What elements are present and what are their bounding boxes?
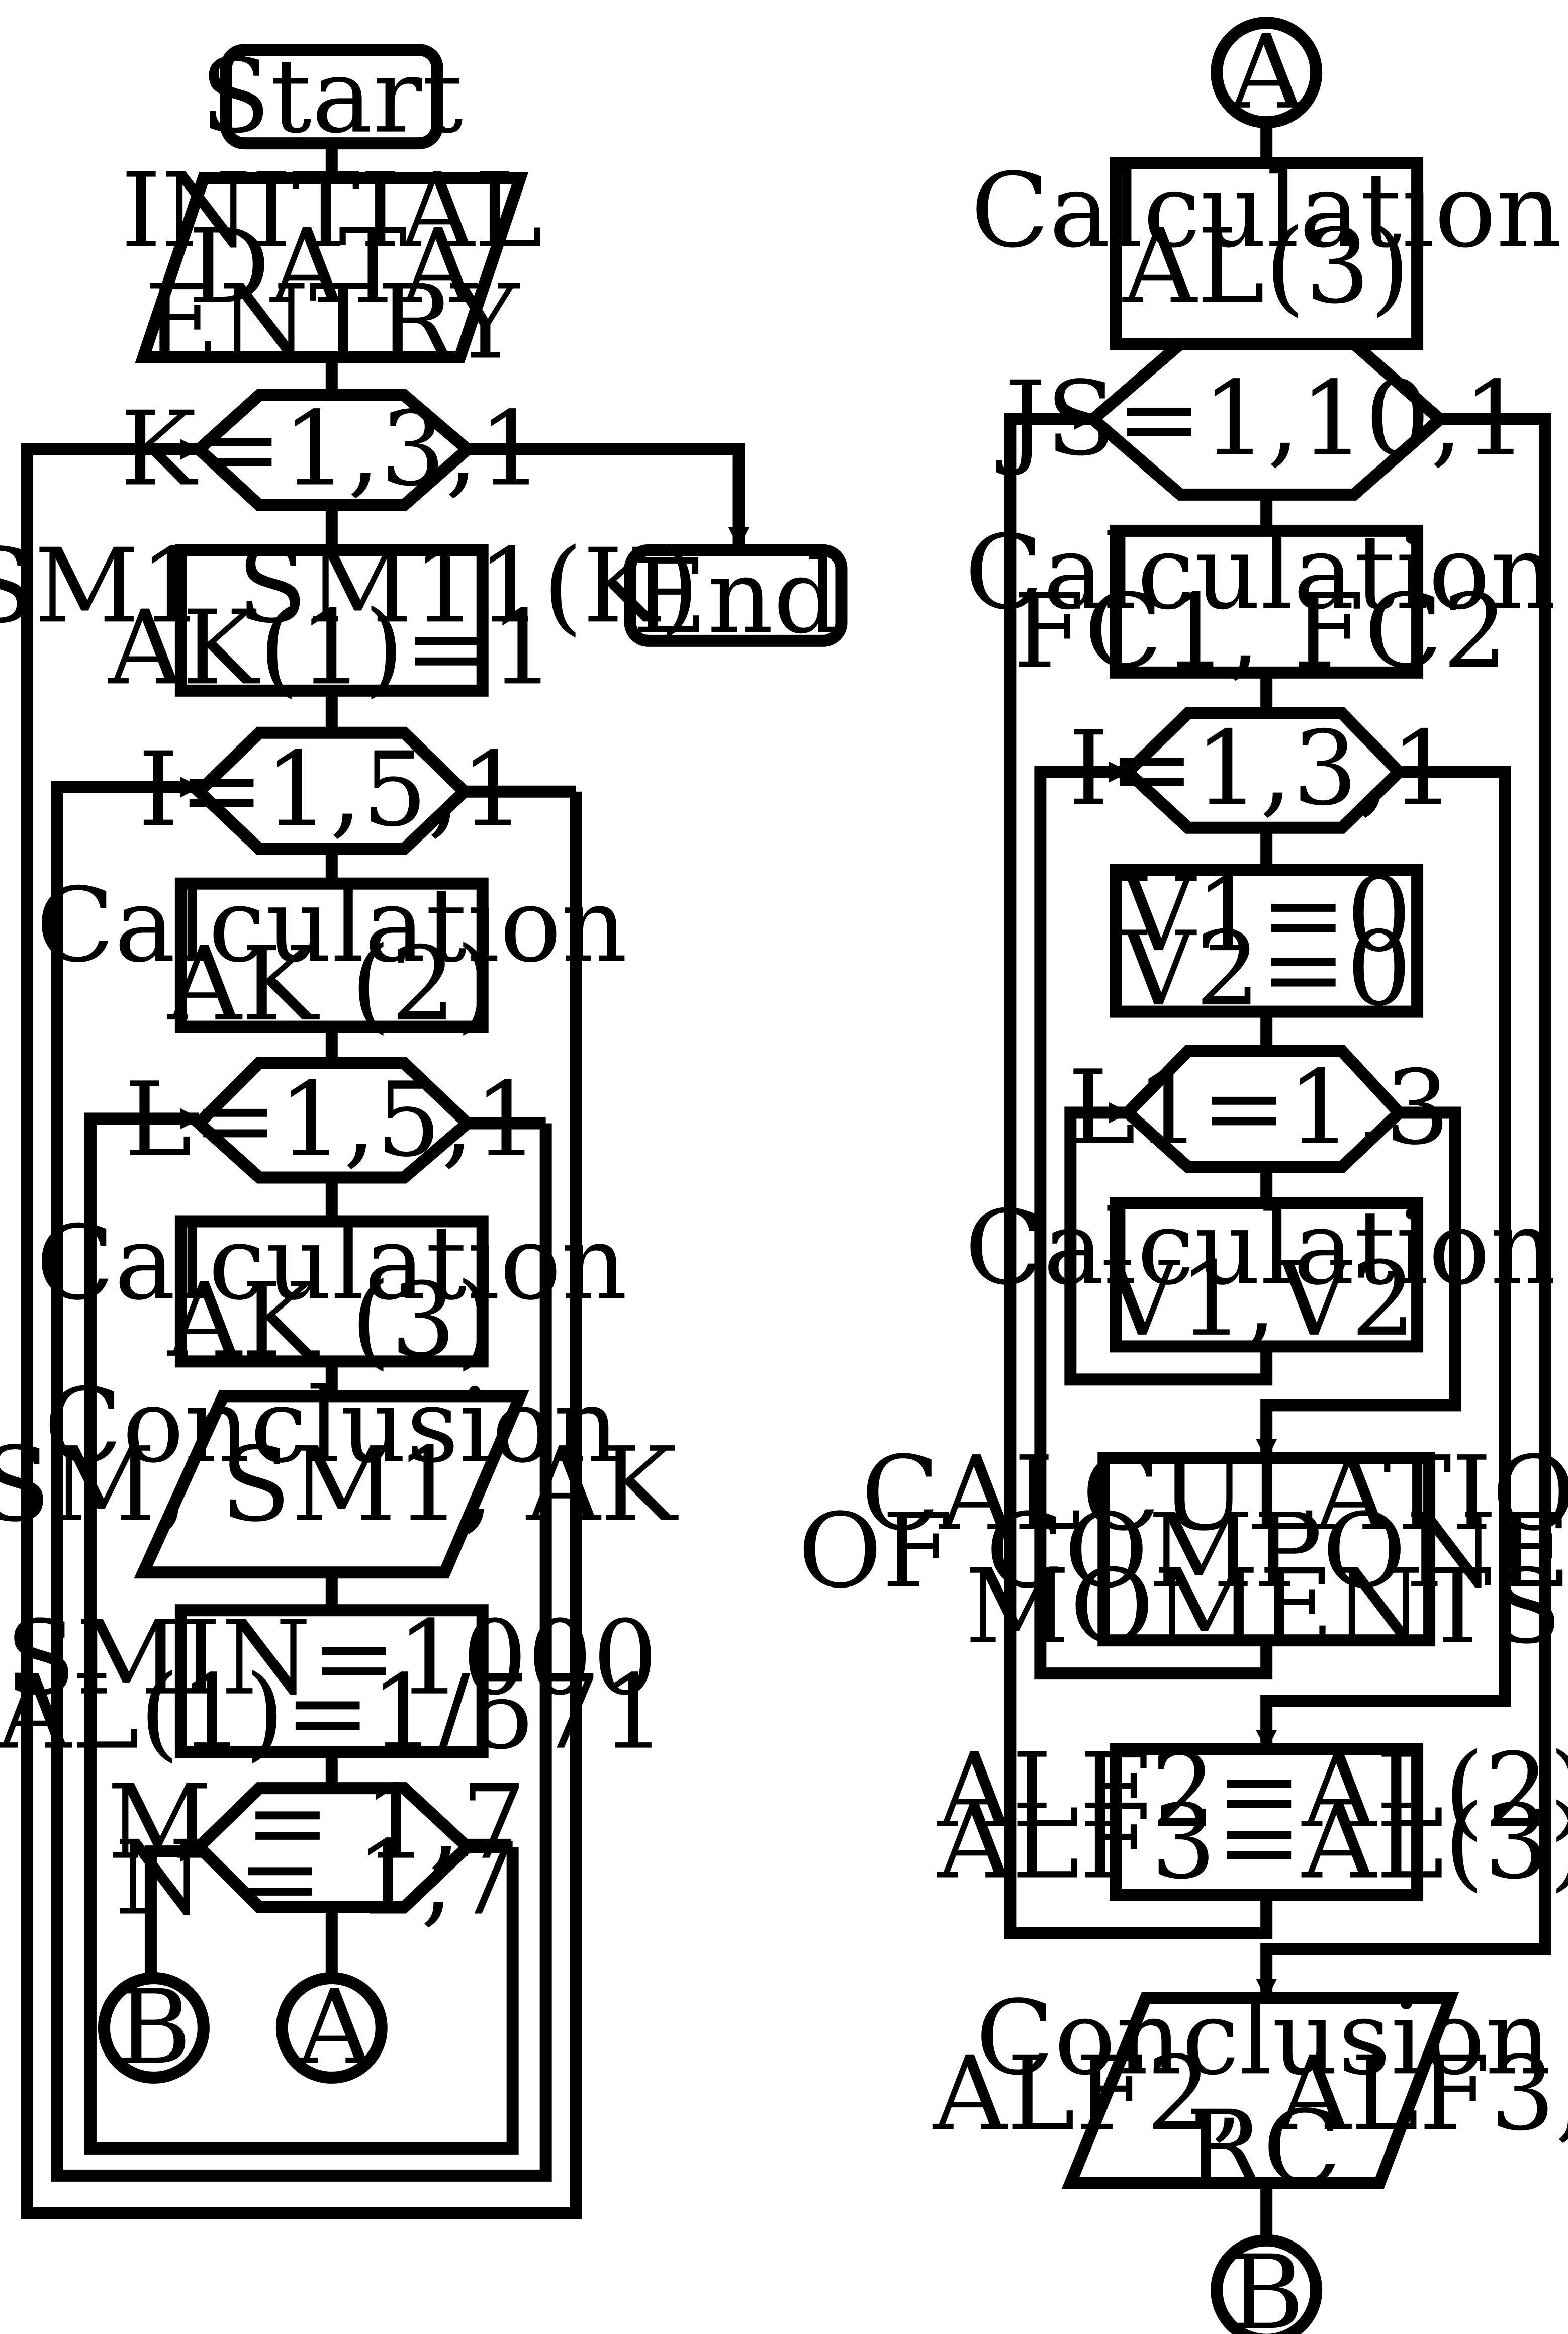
initial-data-entry: INITIAL DATA ENTRY [121, 152, 542, 383]
conclusion-alf-output: Conclusion ALF2, ALF3, RC [932, 1979, 1568, 2208]
loop-l1: L1=1,3 [1068, 1045, 1450, 1173]
loop-mn: M = 1,7 N = 1,7 [107, 1763, 526, 1938]
calc-ak3-line-2: AK (3) [166, 1261, 496, 1380]
end-label: End [632, 537, 839, 657]
loop-mn-line-1: M = 1,7 [107, 1763, 526, 1883]
calc-v-line-1: Calculation [965, 1189, 1556, 1308]
conclusion-sm-line-1: Conclusion [44, 1367, 619, 1486]
calc-fc-process: Calculation FC1, FC2 [965, 513, 1556, 691]
smin-line-1: SMIN=1000 [6, 1599, 658, 1718]
alf-line-2: ALF3=AL(3) [937, 1783, 1568, 1902]
conclusion-sm-output: Conclusion SM, SM1, AK [0, 1367, 679, 1579]
calc-al3-line-2: AL(3) [1122, 208, 1410, 327]
start-label: Start [200, 37, 463, 156]
loop-js-label: JS=1,10,1 [996, 359, 1528, 479]
loop-l-label: L=1,5,1 [124, 1061, 539, 1180]
calc-fc-line-1: Calculation [965, 513, 1556, 632]
sm-line-1: SM1 SM11(K) [0, 527, 699, 646]
sm-line-2: AK(1)=1 [107, 589, 555, 708]
connector-b-left-label: B [116, 1968, 192, 2087]
calc-ak3-process: Calculation AK (3) [36, 1204, 627, 1380]
alf-process: ALF2=AL(2) ALF3=AL(3) [937, 1732, 1568, 1902]
loop-i-right-label: I=1,3,1 [1068, 709, 1455, 828]
calc-comp-line-2: OF COMPONENT [798, 1492, 1568, 1611]
calc-ak2-process: Calculation AK (2) [36, 866, 627, 1044]
smin-process: SMIN=1000 AL(1)=1/571 [0, 1599, 666, 1772]
left-connectors [21, 143, 750, 2219]
alf-line-1: ALF2=AL(2) [937, 1732, 1568, 1851]
loop-l: L=1,5,1 [124, 1057, 539, 1184]
connector-a-left-label: A [297, 1968, 373, 2087]
v-init-line-2: V2=0 [1120, 910, 1412, 1029]
connector-b-right-label: B [1229, 2233, 1304, 2334]
conclusion-alf-line-3: RC [1185, 2089, 1341, 2208]
calc-comp-line-3: MOMENTS [965, 1548, 1562, 1667]
start-terminal: Start [200, 37, 463, 156]
connector-b-right: B [1211, 2233, 1323, 2334]
conclusion-alf-line-2: ALF2, ALF3, [932, 2034, 1568, 2154]
connector-a-left: A [275, 1968, 388, 2087]
calc-ak2-line-1: Calculation [36, 866, 627, 985]
input-line-3: ENTRY [144, 263, 520, 383]
loop-l1-label: L1=1,3 [1068, 1049, 1450, 1168]
smin-line-2: AL(1)=1/571 [0, 1653, 666, 1772]
calc-component-moments-process: CALCULATION OF COMPONENT MOMENTS [798, 1435, 1568, 1667]
connector-a-right: A [1211, 13, 1323, 132]
end-terminal: End [624, 537, 848, 657]
connector-b-left: B [98, 1968, 210, 2087]
loop-mn-line-2: N = 1,7 [115, 1819, 518, 1938]
calc-fc-line-2: FC1, FC2 [1013, 572, 1508, 691]
input-line-2: DATA [188, 208, 477, 327]
input-line-1: INITIAL [121, 152, 542, 271]
loop-k-label: K=1,3,1 [120, 390, 543, 509]
calc-al3-line-1: Calculation [971, 152, 1562, 271]
loop-i-right: I=1,3,1 [1068, 707, 1455, 834]
calc-v-line-2: V1,V2 [1104, 1240, 1416, 1359]
loop-i: I=1,5,1 [138, 726, 525, 855]
loop-k: K=1,3,1 [120, 389, 543, 511]
calc-ak2-line-2: AK (2) [166, 925, 496, 1044]
calc-comp-line-1: CALCULATION [861, 1435, 1568, 1554]
v-init-line-1: V1=0 [1120, 856, 1412, 975]
loop-js: JS=1,10,1 [996, 338, 1528, 501]
calc-al3-process: Calculation AL(3) [971, 152, 1562, 350]
conclusion-alf-line-1: Conclusion [976, 1979, 1551, 2098]
right-connectors [1004, 122, 1552, 2239]
calc-ak3-line-1: Calculation [36, 1204, 627, 1323]
loop-i-label: I=1,5,1 [138, 730, 525, 850]
right-flowchart: A Calculation AL(3) JS=1,10,1 Calculatio… [798, 13, 1568, 2334]
conclusion-sm-line-2: SM, SM1, AK [0, 1426, 679, 1545]
calc-v-process: Calculation V1,V2 [965, 1189, 1556, 1359]
sm-process: SM1 SM11(K) AK(1)=1 [0, 527, 699, 708]
connector-a-right-label: A [1229, 13, 1305, 132]
v-init-process: V1=0 V2=0 [1110, 856, 1424, 1029]
left-flowchart: Start INITIAL DATA ENTRY K=1,3,1 End SM1… [0, 37, 848, 2219]
